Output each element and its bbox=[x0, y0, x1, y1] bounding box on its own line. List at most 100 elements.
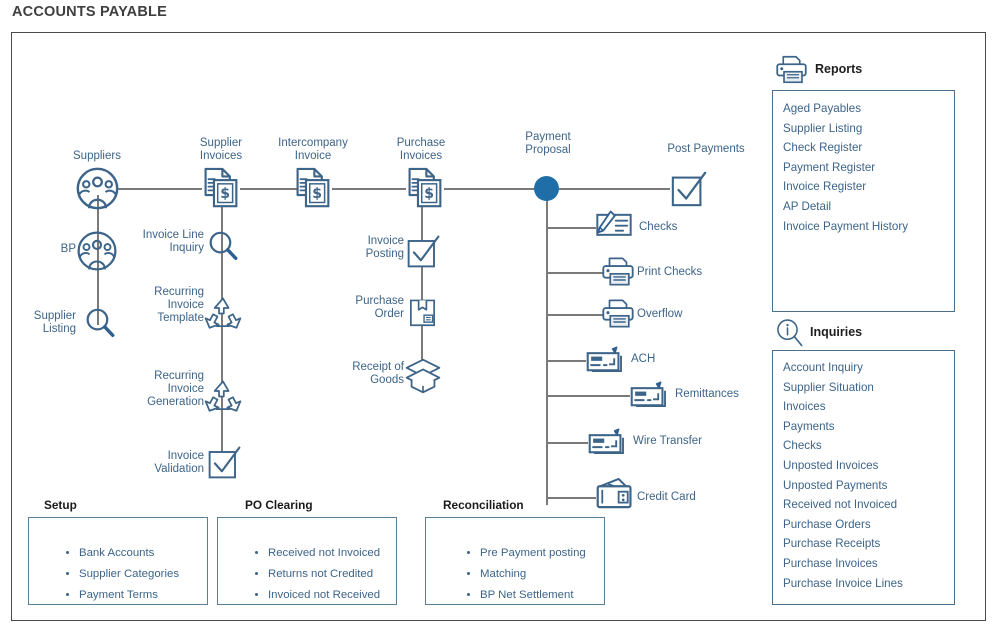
list-item[interactable]: Invoiced not Received bbox=[268, 585, 396, 606]
list-item[interactable]: Invoice Payment History bbox=[783, 219, 909, 233]
po-clearing-list: Received not Invoiced Returns not Credit… bbox=[228, 543, 396, 606]
list-item[interactable]: Payment Register bbox=[783, 160, 876, 174]
list-item[interactable]: Purchase Invoices bbox=[783, 556, 878, 570]
inquiries-panel-title: Inquiries bbox=[810, 325, 863, 339]
list-item[interactable]: Invoice Register bbox=[783, 180, 867, 194]
node-label-payment-proposal: Payment Proposal bbox=[525, 131, 571, 156]
recycle-icon-generation[interactable] bbox=[204, 379, 242, 414]
wallet-card-icon-credit-card[interactable] bbox=[595, 478, 635, 509]
printer-icon-print-checks[interactable] bbox=[601, 256, 635, 287]
list-item[interactable]: Supplier Listing bbox=[783, 121, 863, 135]
list-item[interactable]: Supplier Situation bbox=[783, 380, 874, 394]
reports-panel: Aged Payables Supplier Listing Check Reg… bbox=[772, 90, 955, 312]
setup-section-box: Bank Accounts Supplier Categories Paymen… bbox=[28, 517, 208, 605]
reports-panel-title: Reports bbox=[815, 62, 863, 76]
printer-icon-reports bbox=[775, 55, 808, 84]
node-label-suppliers: Suppliers bbox=[73, 150, 121, 162]
list-item[interactable]: Unposted Payments bbox=[783, 478, 888, 492]
electronic-payment-icon-remittances[interactable] bbox=[630, 381, 671, 409]
spine-purchase-invoices-branch bbox=[421, 205, 423, 377]
connector-print-checks bbox=[546, 272, 603, 274]
info-magnifier-icon-inquiries bbox=[775, 318, 805, 348]
list-item[interactable]: Supplier Categories bbox=[79, 564, 207, 585]
connector-ach bbox=[546, 360, 586, 362]
node-label-post-payments: Post Payments bbox=[667, 143, 745, 155]
connector-proposal-to-post-payments bbox=[558, 188, 670, 190]
connector-wire-transfer bbox=[546, 442, 588, 444]
reconciliation-section-title: Reconciliation bbox=[443, 498, 524, 512]
reconciliation-section-box: Pre Payment posting Matching BP Net Sett… bbox=[425, 517, 605, 605]
magnifier-icon-supplier-listing[interactable] bbox=[83, 306, 117, 340]
list-item[interactable]: Checks bbox=[783, 439, 822, 453]
connector-suppliers-to-supplier-invoices bbox=[118, 188, 202, 190]
open-box-icon-receipt-of-goods[interactable] bbox=[404, 358, 442, 394]
invoice-dollar-icon-intercompany[interactable] bbox=[292, 166, 333, 211]
list-item[interactable]: Received not Invoiced bbox=[268, 543, 396, 564]
spine-payment-proposal-branch bbox=[546, 195, 548, 505]
list-item[interactable]: Payments bbox=[783, 419, 835, 433]
list-item[interactable]: Purchase Invoice Lines bbox=[783, 576, 903, 590]
inquiries-panel: Account Inquiry Supplier Situation Invoi… bbox=[772, 350, 955, 605]
node-label-recurring-invoice-generation: Recurring Invoice Generation bbox=[147, 370, 204, 408]
node-label-overflow: Overflow bbox=[637, 308, 683, 320]
node-label-supplier-listing: Supplier Listing bbox=[33, 310, 76, 335]
connector-checks bbox=[546, 227, 596, 229]
node-label-checks: Checks bbox=[639, 221, 678, 233]
list-item[interactable]: Purchase Orders bbox=[783, 517, 871, 531]
people-circle-icon-bp[interactable] bbox=[76, 230, 118, 272]
node-label-receipt-of-goods: Receipt of Goods bbox=[352, 361, 404, 386]
po-clearing-section-box: Received not Invoiced Returns not Credit… bbox=[217, 517, 397, 605]
node-label-credit-card: Credit Card bbox=[637, 491, 696, 503]
list-item[interactable]: Account Inquiry bbox=[783, 361, 863, 374]
checkbox-check-icon-invoice-posting[interactable] bbox=[406, 234, 441, 269]
recycle-icon-template[interactable] bbox=[204, 296, 242, 331]
po-clearing-section-title: PO Clearing bbox=[245, 498, 313, 512]
list-item[interactable]: Aged Payables bbox=[783, 102, 861, 115]
invoice-dollar-icon-supplier[interactable] bbox=[200, 166, 241, 211]
node-label-purchase-order: Purchase Order bbox=[355, 295, 404, 320]
list-item[interactable]: Pre Payment posting bbox=[480, 543, 604, 564]
electronic-payment-icon-wire-transfer[interactable] bbox=[588, 428, 629, 456]
list-item[interactable]: Unposted Invoices bbox=[783, 458, 879, 472]
list-item[interactable]: BP Net Settlement bbox=[480, 585, 604, 606]
spine-supplier-invoices-branch bbox=[221, 205, 223, 460]
printer-icon-overflow[interactable] bbox=[601, 298, 635, 329]
node-label-invoice-validation: Invoice Validation bbox=[154, 450, 204, 475]
list-item[interactable]: AP Detail bbox=[783, 199, 832, 213]
invoice-dollar-icon-purchase[interactable] bbox=[404, 166, 445, 211]
connector-purchase-invoices-to-proposal bbox=[444, 188, 536, 190]
checkbox-check-icon-post-payments[interactable] bbox=[670, 170, 708, 208]
list-item[interactable]: Invoices bbox=[783, 400, 826, 414]
node-label-purchase-invoices: Purchase Invoices bbox=[396, 137, 446, 162]
electronic-payment-icon-ach[interactable] bbox=[586, 346, 627, 374]
page-title: ACCOUNTS PAYABLE bbox=[12, 4, 167, 20]
setup-section-title: Setup bbox=[44, 498, 77, 512]
reports-list: Aged Payables Supplier Listing Check Reg… bbox=[783, 99, 954, 236]
connector-supplier-invoices-to-intercompany bbox=[240, 188, 300, 190]
reconciliation-list: Pre Payment posting Matching BP Net Sett… bbox=[440, 543, 604, 606]
checkbox-check-icon-invoice-validation[interactable] bbox=[207, 445, 242, 480]
check-pen-icon-checks[interactable] bbox=[594, 209, 634, 239]
node-label-intercompany-invoice: Intercompany Invoice bbox=[278, 137, 348, 162]
node-label-remittances: Remittances bbox=[675, 388, 739, 400]
node-label-recurring-invoice-template: Recurring Invoice Template bbox=[154, 286, 204, 324]
package-doc-icon-purchase-order[interactable] bbox=[407, 293, 438, 328]
magnifier-icon-invoice-line-inquiry[interactable] bbox=[206, 229, 240, 263]
node-label-print-checks: Print Checks bbox=[637, 266, 703, 278]
node-label-invoice-posting: Invoice Posting bbox=[365, 235, 404, 260]
list-item[interactable]: Purchase Receipts bbox=[783, 537, 881, 551]
connector-overflow bbox=[546, 314, 603, 316]
people-circle-icon[interactable] bbox=[75, 166, 120, 211]
list-item[interactable]: Check Register bbox=[783, 141, 863, 155]
filled-circle-node-payment-proposal[interactable] bbox=[534, 176, 559, 201]
list-item[interactable]: Received not Invoiced bbox=[783, 498, 898, 512]
inquiries-list: Account Inquiry Supplier Situation Invoi… bbox=[783, 358, 954, 593]
connector-credit-card bbox=[546, 497, 596, 499]
node-label-bp: BP bbox=[60, 243, 76, 255]
list-item[interactable]: Payment Terms bbox=[79, 585, 207, 606]
node-label-invoice-line-inquiry: Invoice Line Inquiry bbox=[142, 229, 204, 254]
list-item[interactable]: Returns not Credited bbox=[268, 564, 396, 585]
node-label-ach: ACH bbox=[631, 353, 656, 365]
list-item[interactable]: Bank Accounts bbox=[79, 543, 207, 564]
list-item[interactable]: Matching bbox=[480, 564, 604, 585]
